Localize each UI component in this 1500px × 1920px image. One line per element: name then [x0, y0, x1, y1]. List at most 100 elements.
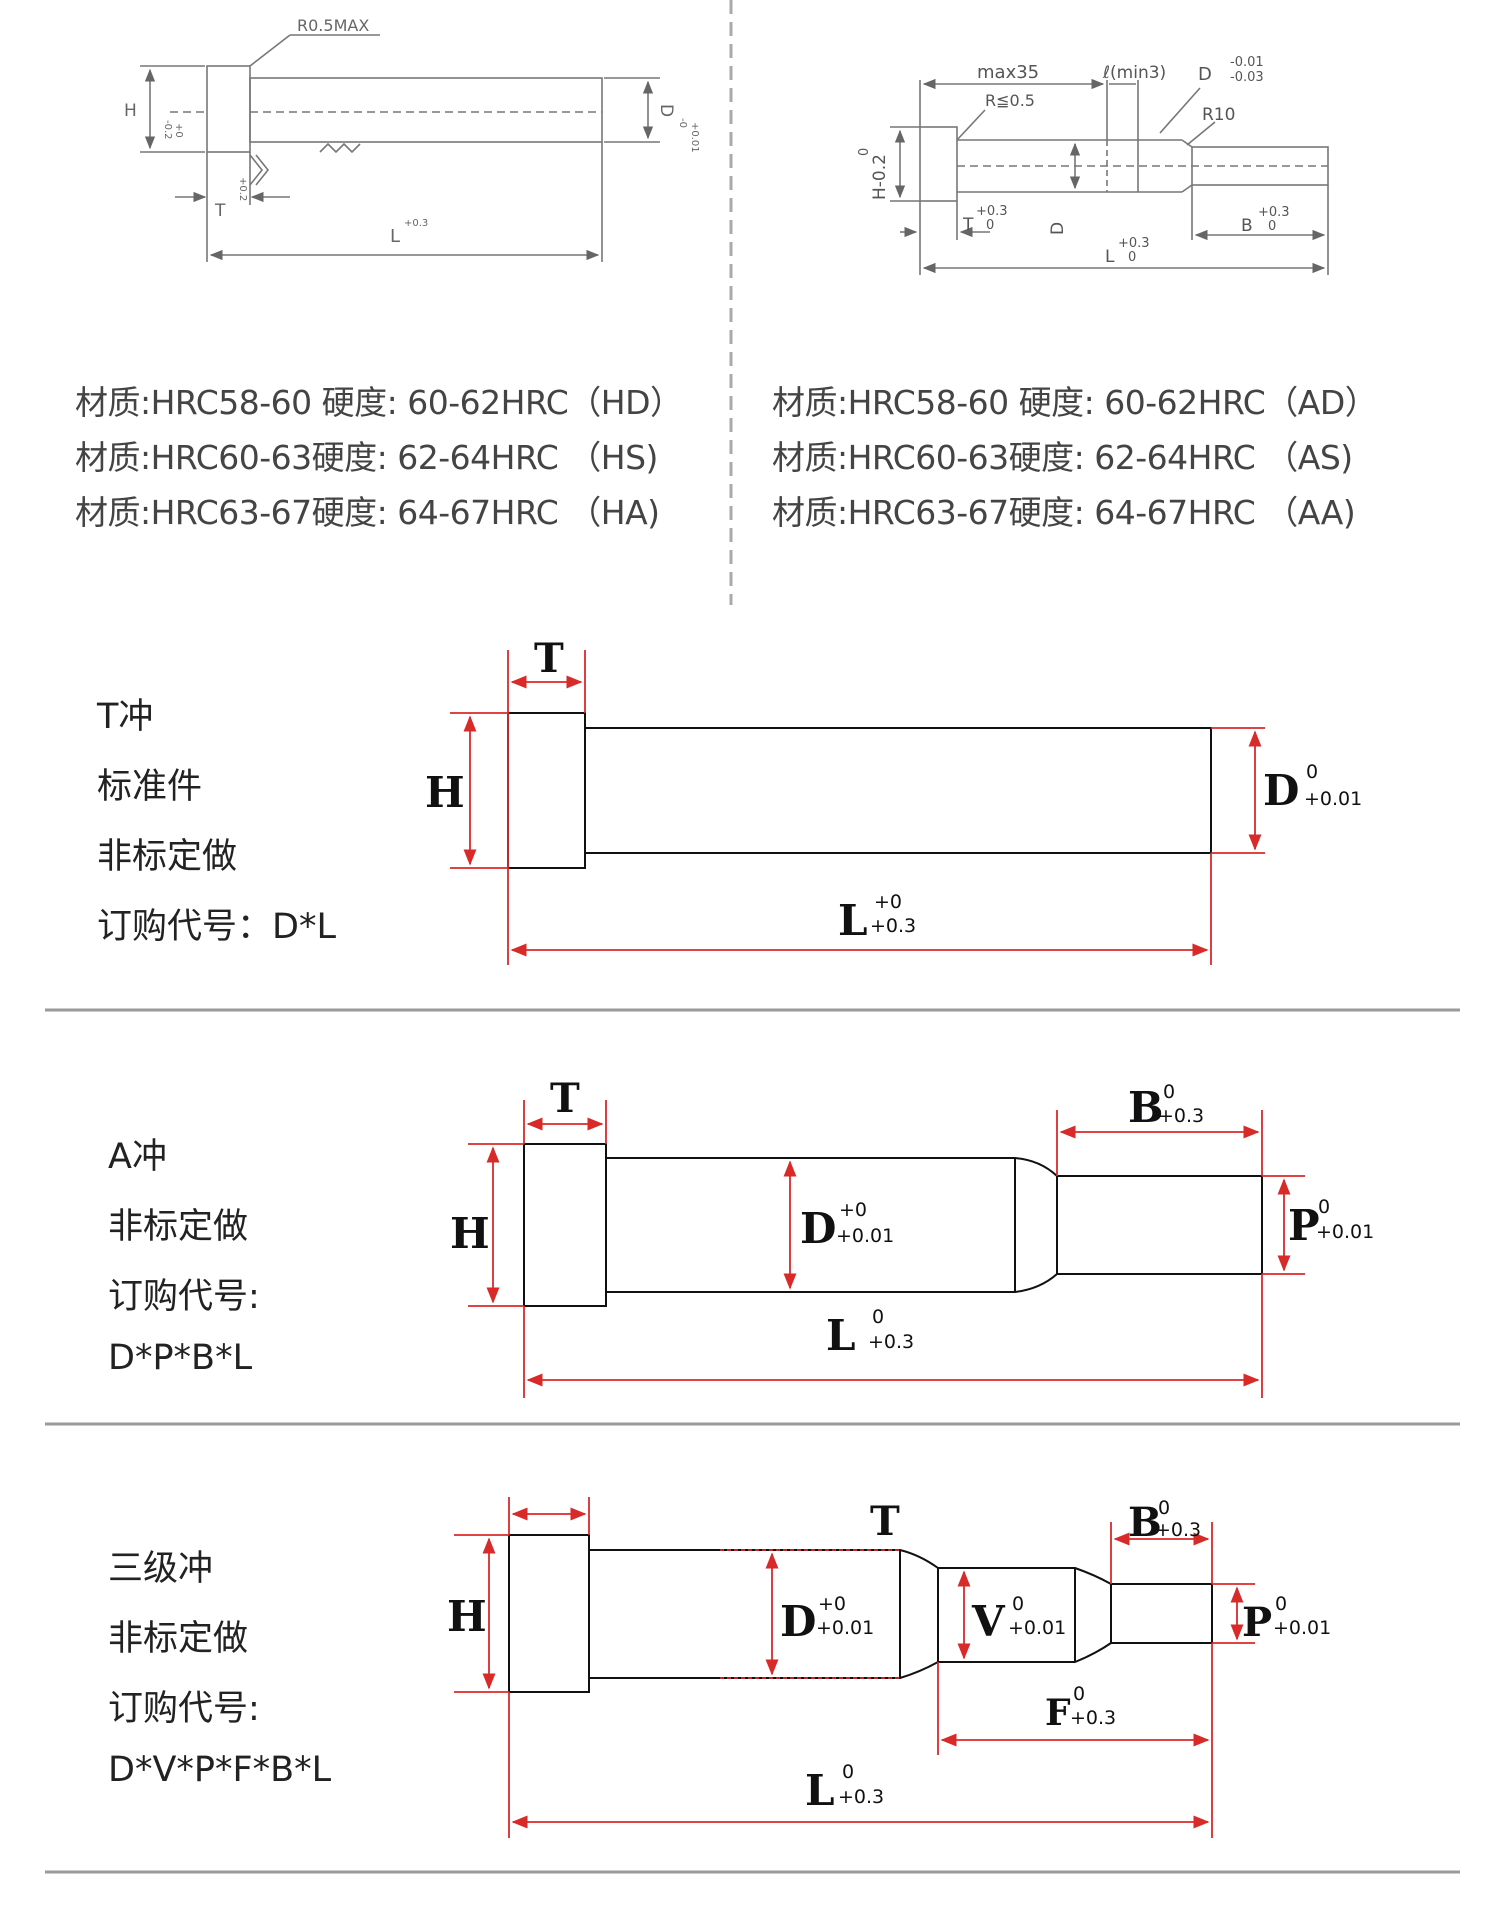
s3-line-2: 非标定做: [108, 1619, 249, 1659]
a-l-label: L: [826, 1311, 856, 1360]
tr-t-tol-bot: 0: [986, 218, 994, 233]
s3-f-label: F: [1045, 1692, 1071, 1734]
a-t-label: T: [550, 1075, 580, 1122]
tr-l-label: L: [1105, 247, 1115, 267]
tl-h-tol-top: +0: [173, 123, 184, 138]
s3-l-sup: 0: [842, 1761, 854, 1783]
tr-b-tol-bot: 0: [1268, 219, 1276, 234]
a-line-3: 订购代号:: [108, 1277, 260, 1317]
a-title: A冲: [108, 1137, 167, 1177]
t-l-sup: +0: [874, 891, 902, 913]
tr-r10-leader: [1186, 121, 1216, 146]
t-head: [507, 712, 586, 869]
t-d-sub: +0.01: [1304, 788, 1362, 810]
tl-t-tol: +0.2: [237, 177, 248, 201]
top-right-labels: max35 ℓ(min3) D -0.01 -0.03 R≦0.5 R10 H-…: [857, 55, 1290, 267]
s3-b-sup: 0: [1158, 1497, 1170, 1519]
a-h-label: H: [450, 1209, 490, 1258]
s3-d-sup: +0: [818, 1593, 846, 1615]
tl-body: [249, 77, 603, 143]
tr-d2-label: D: [1048, 222, 1068, 235]
tr-max35-label: max35: [977, 62, 1039, 83]
s3-line-3: 订购代号:: [108, 1689, 260, 1729]
s3-v-sup: 0: [1012, 1593, 1024, 1615]
s3-title: 三级冲: [108, 1549, 214, 1589]
s3-b-label: B: [1128, 1499, 1162, 1546]
s3-d-label: D: [780, 1597, 816, 1646]
s3-v-label: V: [971, 1597, 1006, 1646]
s3-l-label: L: [805, 1766, 835, 1815]
s3-b-sub: +0.3: [1155, 1519, 1201, 1541]
a-d-sup: +0: [839, 1199, 867, 1221]
tl-d-tol-bot: +0.01: [689, 122, 700, 153]
section-t-drawing: T H D L 0 +0.01 +0 +0.3: [425, 635, 1362, 965]
a-b-sup: 0: [1163, 1081, 1175, 1103]
a-d-label: D: [800, 1204, 836, 1253]
a-line-2: 非标定做: [108, 1207, 249, 1247]
top-left-sketch: [140, 34, 660, 262]
section-3-drawing: T H B D V P F L 0 +0.3 +0 +0.01 0 +0.01 …: [447, 1497, 1331, 1838]
s3-l-sub: +0.3: [838, 1786, 884, 1808]
tl-head: [206, 65, 251, 153]
tl-d-tol-top: -0: [677, 118, 688, 128]
a-d-sub: +0.01: [836, 1225, 894, 1247]
tl-spec-1: 材质:HRC58-60 硬度: 60-62HRC（HD）: [75, 383, 683, 422]
s3-p-sup: 0: [1275, 1593, 1287, 1615]
s3-p-sub: +0.01: [1273, 1617, 1331, 1639]
tl-l-tol: +0.3: [404, 218, 428, 229]
tl-r-label: R0.5MAX: [297, 16, 369, 35]
a-body: [606, 1157, 1263, 1293]
tr-r10-label: R10: [1202, 105, 1235, 125]
a-b-sub: +0.3: [1158, 1105, 1204, 1127]
tr-t-label: T: [962, 215, 974, 235]
t-d-label: D: [1263, 766, 1299, 815]
section-a-drawing: T H B D P L 0 +0.3 +0 +0.01 0 +0.01 0 +0…: [450, 1075, 1374, 1398]
t-order-code: 订购代号：D*L: [97, 907, 336, 947]
t-title: T冲: [97, 697, 154, 737]
tr-spec-2: 材质:HRC60-63硬度: 62-64HRC （AS): [772, 438, 1353, 477]
t-body: [584, 727, 1212, 854]
a-order-code: D*P*B*L: [108, 1338, 253, 1378]
a-p-label: P: [1288, 1201, 1320, 1250]
top-left-labels: R0.5MAX H +0 -0.2 D -0 +0.01 T +0.2 L +0…: [124, 16, 700, 247]
tr-min3-label: ℓ(min3): [1102, 63, 1166, 83]
s3-t-label: T: [870, 1498, 900, 1545]
s3-body: [589, 1549, 1213, 1679]
tr-d-label: D: [1198, 64, 1212, 85]
top-right-sketch: [890, 78, 1329, 275]
t-l-sub: +0.3: [870, 915, 916, 937]
tr-spec-1: 材质:HRC58-60 硬度: 60-62HRC（AD）: [772, 383, 1378, 422]
tl-h-tol-bot: -0.2: [162, 120, 173, 140]
tl-r-leader: [249, 34, 291, 67]
s3-f-sub: +0.3: [1070, 1707, 1116, 1729]
s3-v-sub: +0.01: [1008, 1617, 1066, 1639]
tr-d-leader: [1159, 87, 1201, 134]
a-l-sub: +0.3: [868, 1331, 914, 1353]
a-b-label: B: [1128, 1083, 1164, 1132]
tr-d-tol-top: -0.01: [1230, 55, 1264, 70]
tl-t-label: T: [214, 201, 226, 221]
tr-r05-label: R≦0.5: [985, 91, 1035, 110]
t-line-3: 非标定做: [97, 837, 238, 877]
tr-r05-leader: [956, 109, 986, 141]
tl-side-hatch: [249, 154, 270, 186]
a-head: [523, 1143, 607, 1307]
tr-t-tol-top: +0.3: [976, 204, 1008, 219]
tr-h-label: H-0.2: [870, 154, 890, 200]
a-l-sup: 0: [872, 1306, 884, 1328]
s3-p-label: P: [1242, 1599, 1272, 1646]
tr-l-tol-top: +0.3: [1118, 236, 1150, 251]
s3-d-sub: +0.01: [816, 1617, 874, 1639]
tl-spec-3: 材质:HRC63-67硬度: 64-67HRC （HA): [75, 493, 660, 532]
tr-l-tol-bot: 0: [1128, 250, 1136, 265]
tr-b-label: B: [1241, 216, 1253, 236]
a-p-sup: 0: [1318, 1196, 1330, 1218]
tr-h-tol: 0: [857, 148, 872, 156]
tl-h-label: H: [124, 101, 137, 121]
a-p-sub: +0.01: [1316, 1221, 1374, 1243]
tr-b-tol-top: +0.3: [1258, 205, 1290, 220]
tl-spec-2: 材质:HRC60-63硬度: 62-64HRC （HS): [75, 438, 658, 477]
s3-order-code: D*V*P*F*B*L: [108, 1750, 332, 1790]
t-line-2: 标准件: [97, 767, 203, 807]
